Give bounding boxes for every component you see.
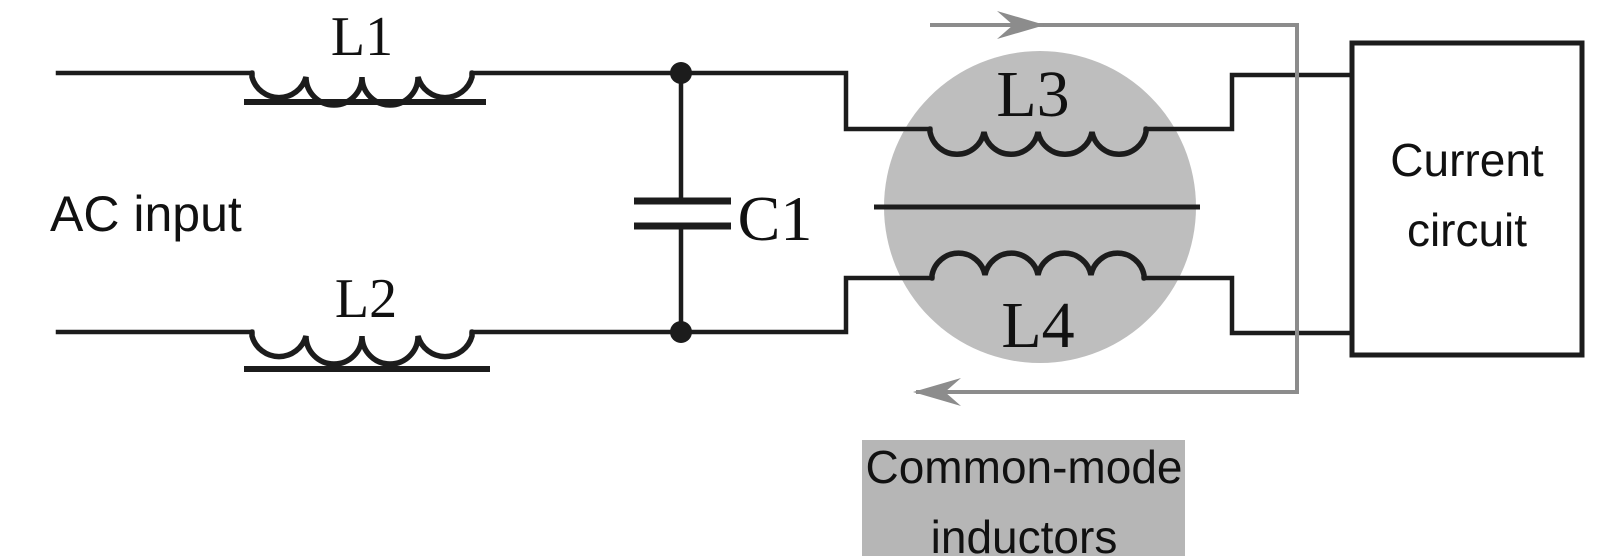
inductor-l1-label: L1 <box>331 6 393 68</box>
inductor-l2 <box>249 329 475 367</box>
inductor-l4 <box>929 250 1147 281</box>
inductor-l4-label: L4 <box>1001 289 1074 362</box>
current-circuit-label-line1: Current <box>1390 134 1544 186</box>
current-circuit-label-line2: circuit <box>1407 204 1527 256</box>
common-mode-label-box <box>862 440 1185 556</box>
junction-dot-bottom <box>670 321 692 343</box>
junction-dot-top <box>670 62 692 84</box>
inductor-l1 <box>249 70 475 108</box>
right-arrow-icon <box>997 11 1045 39</box>
current-flow-loop <box>916 23 1299 394</box>
inductor-l3-label: L3 <box>996 58 1069 131</box>
bottom-rail-wire <box>55 275 1355 336</box>
ac-input-label: AC input <box>50 186 242 242</box>
common-mode-label-line2: inductors <box>931 511 1118 556</box>
capacitor-c1-label: C1 <box>738 183 813 254</box>
current-circuit-box <box>1349 40 1585 358</box>
left-arrow-icon <box>913 378 961 406</box>
inductor-l2-label: L2 <box>335 268 397 330</box>
top-rail-wire <box>55 70 1355 132</box>
inductor-l3 <box>927 126 1149 158</box>
common-mode-label-line1: Common-mode <box>866 441 1183 493</box>
